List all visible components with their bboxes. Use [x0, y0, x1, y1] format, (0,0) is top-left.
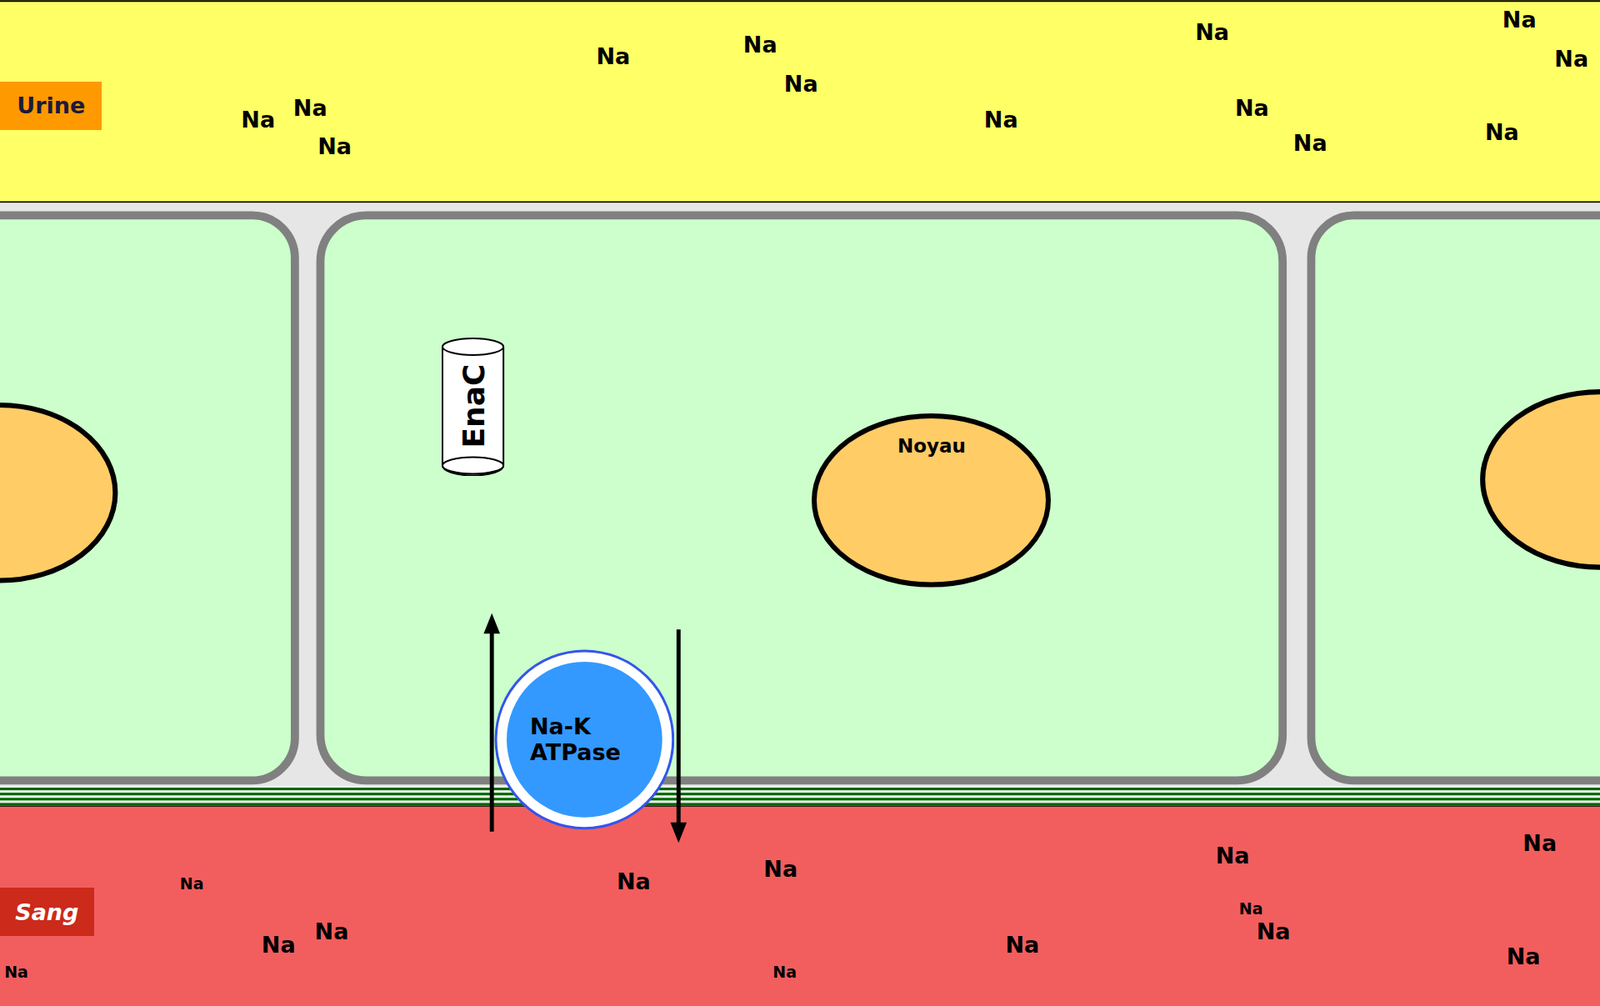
ion-label: Na	[1506, 943, 1541, 970]
channel-cylinder: EnaC	[440, 336, 505, 476]
ion-label: Na	[595, 43, 630, 70]
ion-label: Na	[743, 30, 778, 57]
region-tag: Sang	[0, 887, 95, 936]
basement-membrane-line	[0, 792, 1600, 795]
cylinder-bottom	[442, 457, 504, 475]
nucleus-shape	[814, 415, 1049, 585]
ion-label: Na	[1215, 842, 1250, 869]
nucleus-ellipse: Noyau	[810, 412, 1052, 589]
nucleus-right	[1482, 391, 1600, 568]
urine-band	[0, 0, 1600, 204]
ion-label: Na	[4, 962, 29, 981]
basement-membrane	[0, 785, 1600, 806]
ion-label: Na	[1235, 94, 1270, 120]
ion-label: Na	[984, 106, 1019, 133]
ion-label: Na	[180, 874, 205, 893]
band-border	[0, 0, 1600, 2]
ion-label: Na	[1239, 899, 1264, 918]
node-label: Sang	[15, 899, 79, 925]
basement-membrane-line	[0, 802, 1600, 805]
ion-label: Na	[772, 962, 797, 981]
ion-label: Na	[784, 70, 819, 97]
nucleus-left	[0, 405, 115, 581]
basement-membrane-line	[0, 787, 1600, 790]
pump-outer-ring	[495, 650, 674, 829]
ion-label: Na	[1554, 45, 1589, 71]
band-border	[0, 805, 1600, 806]
transport-arrow-shaft	[676, 629, 681, 829]
ion-label: Na	[317, 133, 352, 160]
ion-label: Na	[1293, 130, 1328, 156]
ion-label: Na	[1485, 118, 1520, 145]
band-border	[0, 200, 1600, 203]
ion-label: Na	[763, 855, 798, 882]
cylinder-top	[442, 338, 504, 355]
ion-label: Na	[1005, 930, 1040, 957]
ion-label: Na	[261, 930, 296, 957]
region-tag: Urine	[0, 81, 102, 130]
cell-middle	[320, 215, 1283, 780]
ion-label: Na	[1522, 830, 1557, 856]
ion-label: Na	[616, 867, 651, 894]
transport-arrow-shaft	[490, 627, 495, 832]
transport-arrow-head	[670, 822, 687, 843]
node-label: Urine	[16, 92, 85, 119]
ion-label: Na	[1256, 917, 1291, 944]
ion-label: Na	[315, 917, 350, 944]
pump-inner	[506, 661, 663, 818]
transport-arrow-head	[483, 613, 500, 634]
basement-membrane-line	[0, 797, 1600, 800]
blood-band	[0, 805, 1600, 1006]
ion-label: Na	[240, 106, 275, 133]
ion-label: Na	[293, 94, 328, 120]
pump-circle: Na-K ATPase	[494, 649, 675, 830]
ion-label: Na	[1502, 6, 1537, 33]
node-label: EnaC	[455, 364, 490, 449]
node-label: Na-K ATPase	[530, 713, 639, 765]
ion-label: Na	[1195, 18, 1230, 45]
cylinder-body	[442, 346, 504, 476]
node-label: Noyau	[897, 435, 966, 457]
